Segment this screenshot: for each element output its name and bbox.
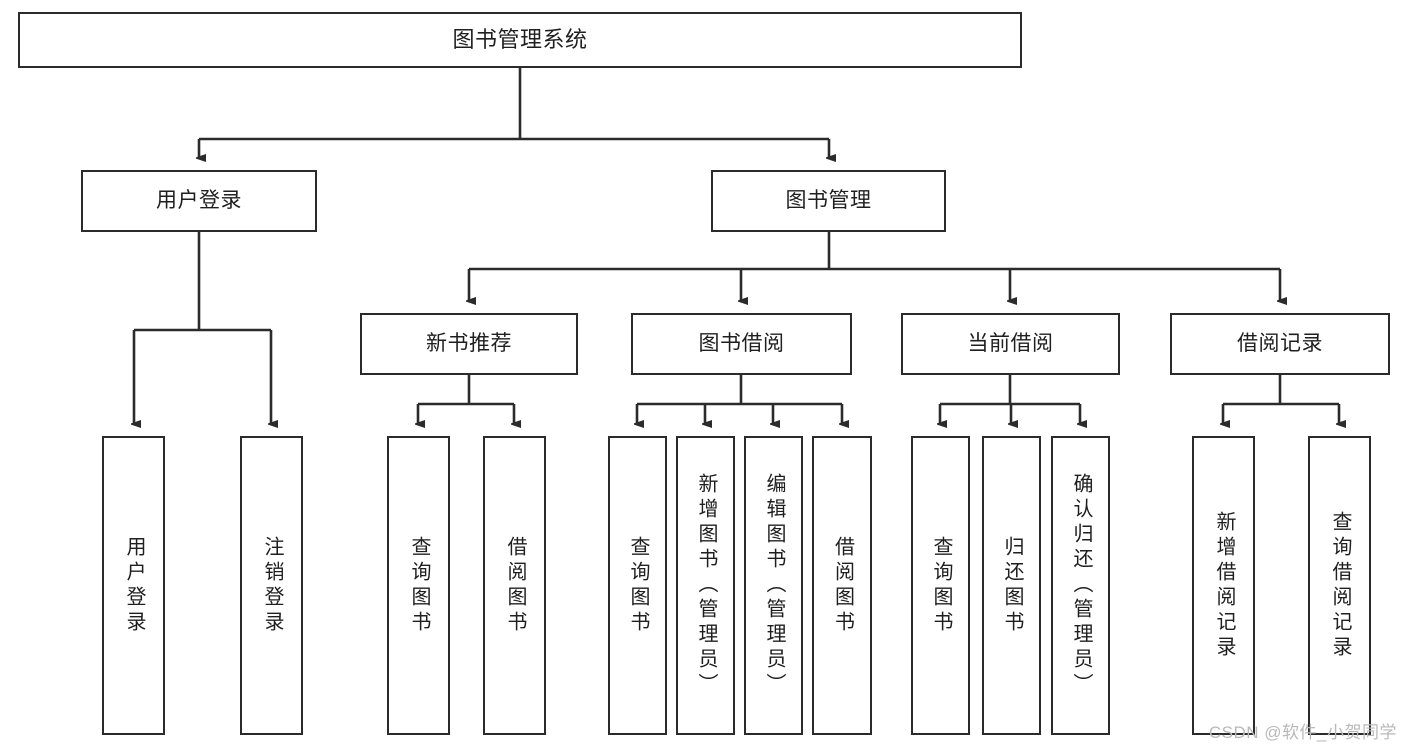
leaf-query-book-recommend-label: 查询图书 <box>408 535 430 636</box>
node-root[interactable]: 图书管理系统 <box>18 12 1022 68</box>
node-book-borrow-label: 图书借阅 <box>698 331 785 355</box>
leaf-add-borrow-record[interactable]: 新增借阅记录 <box>1192 436 1255 735</box>
leaf-add-book-admin-label: 新增图书（管理员） <box>695 473 717 698</box>
node-current-borrow[interactable]: 当前借阅 <box>901 313 1120 375</box>
leaf-borrow-book-label: 借阅图书 <box>831 535 854 636</box>
leaf-query-borrow-record[interactable]: 查询借阅记录 <box>1308 436 1371 735</box>
leaf-query-borrow-record-label: 查询借阅记录 <box>1329 510 1351 661</box>
leaf-borrow-book-recommend-label: 借阅图书 <box>504 535 526 636</box>
node-book-management[interactable]: 图书管理 <box>711 170 946 232</box>
node-current-borrow-label: 当前借阅 <box>967 331 1054 355</box>
leaf-logout-label: 注销登录 <box>261 535 283 636</box>
leaf-confirm-return-admin[interactable]: 确认归还（管理员） <box>1051 436 1110 735</box>
leaf-return-book[interactable]: 归还图书 <box>982 436 1041 735</box>
leaf-add-borrow-record-label: 新增借阅记录 <box>1213 510 1235 661</box>
leaf-logout[interactable]: 注销登录 <box>240 436 303 735</box>
node-book-borrow[interactable]: 图书借阅 <box>631 313 852 375</box>
leaf-query-book-current-label: 查询图书 <box>930 535 952 636</box>
node-borrow-record[interactable]: 借阅记录 <box>1170 313 1390 375</box>
leaf-borrow-book-recommend[interactable]: 借阅图书 <box>483 436 546 735</box>
leaf-edit-book-admin[interactable]: 编辑图书（管理员） <box>744 436 803 735</box>
csdn-watermark: CSDN @软件_小贺同学 <box>1208 723 1397 742</box>
node-root-label: 图书管理系统 <box>452 27 588 53</box>
node-new-book-recommend[interactable]: 新书推荐 <box>360 313 578 375</box>
node-book-management-label: 图书管理 <box>785 188 872 212</box>
leaf-query-book-borrow[interactable]: 查询图书 <box>608 436 667 735</box>
leaf-edit-book-admin-label: 编辑图书（管理员） <box>763 473 785 698</box>
leaf-query-book-current[interactable]: 查询图书 <box>911 436 970 735</box>
leaf-return-book-label: 归还图书 <box>1001 535 1023 636</box>
leaf-user-login[interactable]: 用户登录 <box>102 436 165 735</box>
node-borrow-record-label: 借阅记录 <box>1237 331 1323 355</box>
leaf-query-book-recommend[interactable]: 查询图书 <box>387 436 450 735</box>
leaf-borrow-book[interactable]: 借阅图书 <box>812 436 872 735</box>
node-user-login[interactable]: 用户登录 <box>81 170 317 232</box>
leaf-add-book-admin[interactable]: 新增图书（管理员） <box>676 436 735 735</box>
leaf-confirm-return-admin-label: 确认归还（管理员） <box>1070 473 1092 698</box>
node-user-login-label: 用户登录 <box>156 188 242 212</box>
leaf-user-login-label: 用户登录 <box>123 535 145 636</box>
leaf-query-book-borrow-label: 查询图书 <box>627 535 649 636</box>
node-new-book-recommend-label: 新书推荐 <box>426 331 512 355</box>
